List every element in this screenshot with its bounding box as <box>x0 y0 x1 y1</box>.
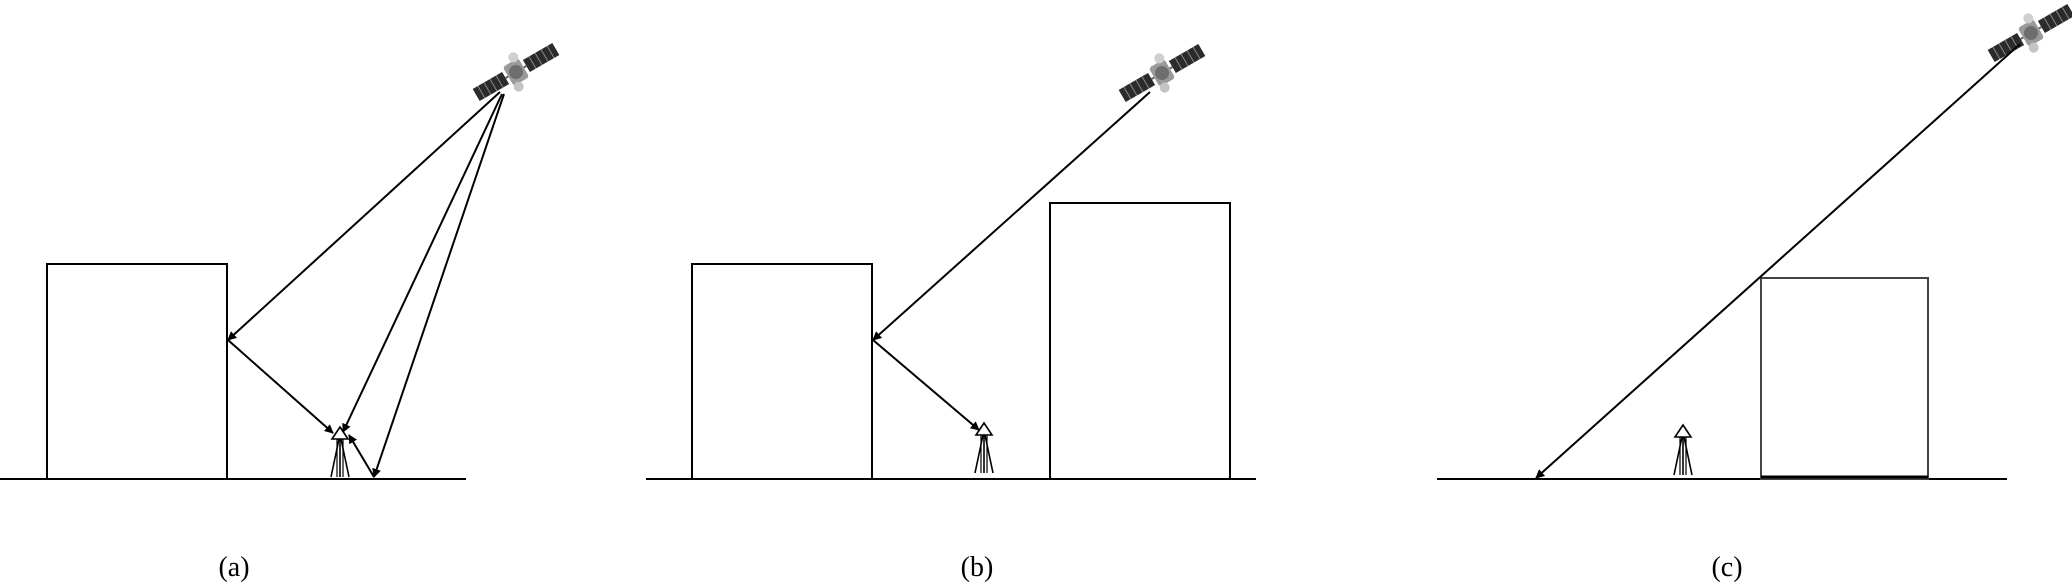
building <box>46 263 228 480</box>
receiver-icon <box>974 422 994 474</box>
ground-reflected-ray <box>348 434 375 478</box>
caption-a: (a) <box>218 552 250 583</box>
panel-c <box>1437 0 2072 480</box>
building <box>1760 277 1929 480</box>
signal-ray <box>1535 43 2021 479</box>
caption-b: (b) <box>960 552 994 583</box>
signal-ray <box>227 91 501 341</box>
caption-c: (c) <box>1711 552 1743 583</box>
building <box>691 263 873 480</box>
panel-a <box>0 31 567 480</box>
ground-incident-ray <box>372 93 505 478</box>
satellite-icon <box>1980 0 2072 74</box>
satellite-icon <box>1111 32 1213 114</box>
reflected-ray <box>872 339 980 431</box>
satellite-icon <box>465 31 567 113</box>
receiver-icon <box>330 426 350 478</box>
signal-ray <box>872 91 1151 341</box>
reflected-ray <box>227 339 334 434</box>
panel-b <box>646 32 1256 480</box>
direct-ray <box>342 93 503 433</box>
tall-building <box>1049 202 1231 480</box>
receiver-icon <box>1673 424 1693 476</box>
